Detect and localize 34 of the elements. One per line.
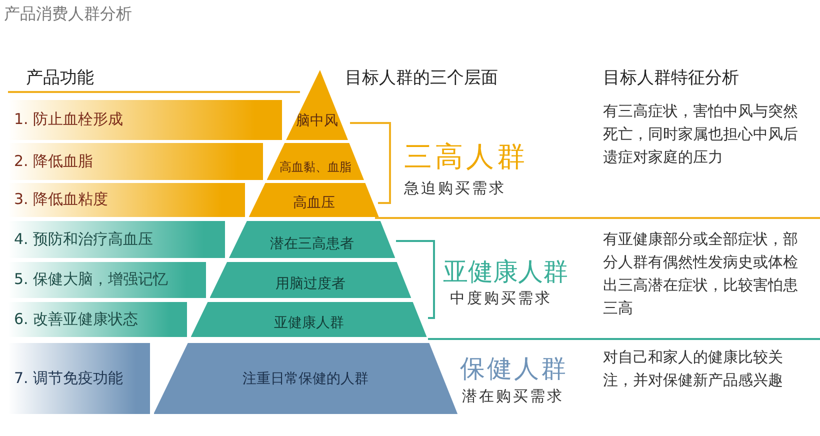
function-band bbox=[8, 100, 282, 140]
demand-level: 急迫购买需求 bbox=[404, 179, 506, 198]
function-band bbox=[8, 183, 245, 217]
function-band bbox=[8, 302, 187, 337]
function-band bbox=[8, 143, 263, 180]
tier-label: 潜在三高患者 bbox=[269, 235, 356, 253]
tier-label: 脑中风 bbox=[295, 112, 340, 130]
tier-label: 注重日常保健的人群 bbox=[242, 370, 370, 388]
function-label: 6. 改善亚健康状态 bbox=[14, 310, 138, 328]
column-heading: 目标人群特征分析 bbox=[603, 67, 739, 89]
function-band bbox=[8, 221, 225, 258]
function-band bbox=[8, 262, 206, 298]
group-name: 保健人群 bbox=[460, 353, 568, 385]
function-label: 3. 降低血粘度 bbox=[14, 190, 108, 209]
column-heading: 产品功能 bbox=[26, 67, 94, 89]
group-description: 对自己和家人的健康比较关注，并对保健新产品感兴趣 bbox=[603, 347, 784, 391]
demand-level: 潜在购买需求 bbox=[462, 387, 564, 406]
group-name: 三高人群 bbox=[404, 139, 528, 175]
page-title: 产品消费人群分析 bbox=[4, 4, 132, 25]
function-label: 1. 防止血栓形成 bbox=[14, 110, 124, 129]
function-band bbox=[8, 343, 150, 414]
column-heading: 目标人群的三个层面 bbox=[345, 67, 498, 89]
group-description: 有三高症状，害怕中风与突然死亡，同时家属也担心中风后遗症对家庭的压力 bbox=[603, 101, 799, 168]
function-label: 7. 调节免疫功能 bbox=[14, 368, 124, 388]
function-label: 5. 保健大脑，增强记忆 bbox=[14, 270, 168, 289]
tier-label: 亚健康人群 bbox=[272, 314, 345, 332]
demand-level: 中度购买需求 bbox=[450, 289, 552, 308]
tier-label: 高血黏、血脂 bbox=[278, 159, 352, 176]
function-label: 2. 降低血脂 bbox=[14, 152, 94, 170]
group-name: 亚健康人群 bbox=[443, 256, 568, 288]
function-label: 4. 预防和治疗高血压 bbox=[14, 230, 154, 248]
group-description: 有亚健康部分或全部症状，部分人群有偶然性发病史或体检出三高潜在症状，比较害怕患三高 bbox=[603, 229, 799, 319]
tier-label: 用脑过度者 bbox=[274, 275, 346, 293]
tier-label: 高血压 bbox=[292, 194, 336, 212]
